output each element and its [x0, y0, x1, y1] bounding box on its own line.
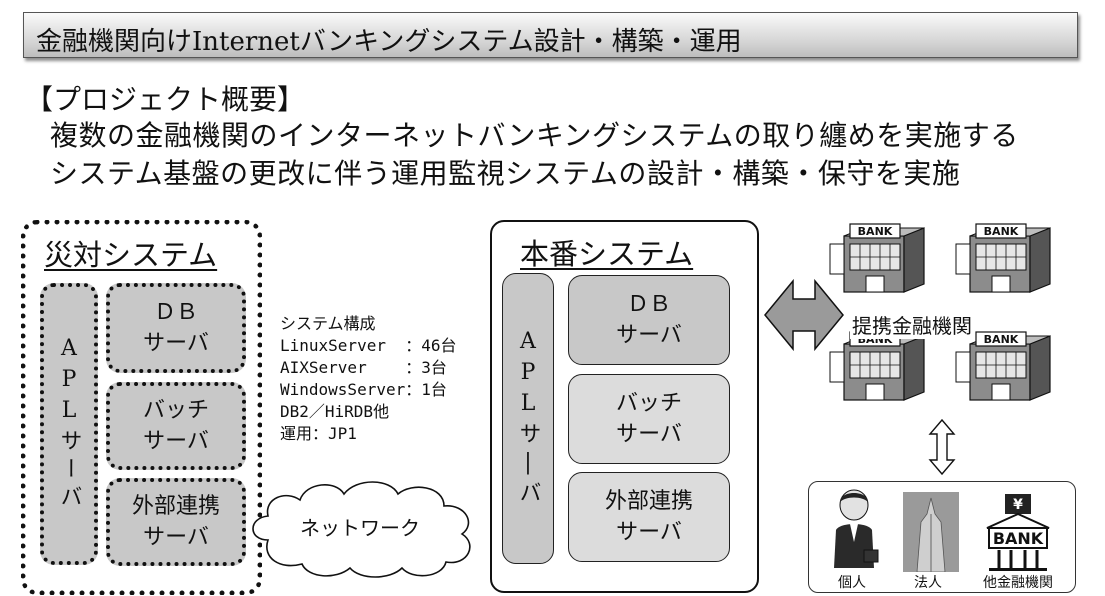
dr-batch-server-label-2: サーバ [143, 429, 209, 454]
bank-building-icon: ¥ BANK [986, 494, 1050, 571]
prod-db-server: ＤＢ サーバ [568, 275, 730, 365]
prod-db-server-label-1: ＤＢ [626, 292, 671, 317]
prod-external-server-label-1: 外部連携 [604, 489, 693, 514]
spec-line-db: DB2／HiRDB他 [280, 402, 390, 421]
svg-text:¥: ¥ [1013, 497, 1023, 513]
dr-external-server-label-2: サーバ [143, 525, 209, 550]
dr-apl-server: APLサーバ [40, 283, 98, 565]
customers-box [808, 481, 1076, 593]
spec-line-ops: 運用：JP1 [280, 424, 357, 443]
disaster-recovery-system-title: 災対システム [44, 238, 218, 272]
production-system-box [490, 220, 759, 593]
prod-external-server-label-2: サーバ [616, 520, 682, 545]
dr-db-server: ＤＢ サーバ [106, 283, 246, 373]
dr-batch-server-label-1: バッチ [142, 398, 209, 423]
prod-external-server: 外部連携サーバ [568, 472, 730, 562]
customer-label-corporate: 法人 [914, 575, 942, 591]
dr-external-server-label-1: 外部連携 [131, 494, 220, 519]
customer-label-other-banks: 他金融機関 [983, 575, 1053, 591]
vertical-double-arrow-icon [928, 418, 956, 476]
prod-batch-server: バッチサーバ [568, 374, 730, 464]
spec-line-windows: WindowsServer：1台 [280, 380, 447, 399]
prod-batch-server-label-2: サーバ [616, 422, 682, 447]
double-arrow-icon [764, 278, 844, 352]
title-bar: 金融機関向けInternetバンキングシステム設計・構築・運用 [23, 12, 1078, 58]
overview-line-1: 複数の金融機関のインターネットバンキングシステムの取り纏めを実施する [50, 119, 1019, 152]
production-system-title: 本番システム [520, 237, 694, 271]
dr-apl-server-label: APLサーバ [56, 335, 82, 513]
partner-banks-label: 提携金融機関 [850, 310, 974, 339]
spec-line-aix: AIXServer ：3台 [280, 358, 447, 377]
prod-db-server-label-2: サーバ [616, 323, 682, 348]
dr-batch-server: バッチサーバ [106, 382, 246, 470]
office-building-icon [903, 492, 959, 572]
network-cloud-icon [252, 481, 471, 578]
overview-heading: 【プロジェクト概要】 [25, 83, 306, 116]
dr-external-server: 外部連携サーバ [106, 478, 246, 566]
prod-apl-server-label: APLサ|バ [515, 328, 541, 509]
page-title: 金融機関向けInternetバンキングシステム設計・構築・運用 [36, 27, 742, 57]
overview-line-2: システム基盤の更改に伴う運用監視システムの設計・構築・保守を実施 [50, 157, 961, 190]
spec-heading: システム構成 [280, 314, 376, 333]
customer-label-individual: 個人 [838, 575, 866, 591]
spec-line-linux: LinuxServer ：46台 [280, 336, 457, 355]
network-label: ネットワーク [300, 516, 420, 540]
dr-db-server-label-1: ＤＢ [153, 300, 198, 325]
prod-batch-server-label-1: バッチ [615, 391, 682, 416]
dr-db-server-label-2: サーバ [143, 331, 209, 356]
businessman-icon [834, 489, 879, 568]
disaster-recovery-system-box [21, 220, 262, 595]
prod-apl-server: APLサ|バ [502, 273, 554, 564]
svg-text:BANK: BANK [993, 529, 1044, 548]
system-configuration: システム構成 LinuxServer ：46台 AIXServer ：3台 Windo… [280, 313, 457, 445]
